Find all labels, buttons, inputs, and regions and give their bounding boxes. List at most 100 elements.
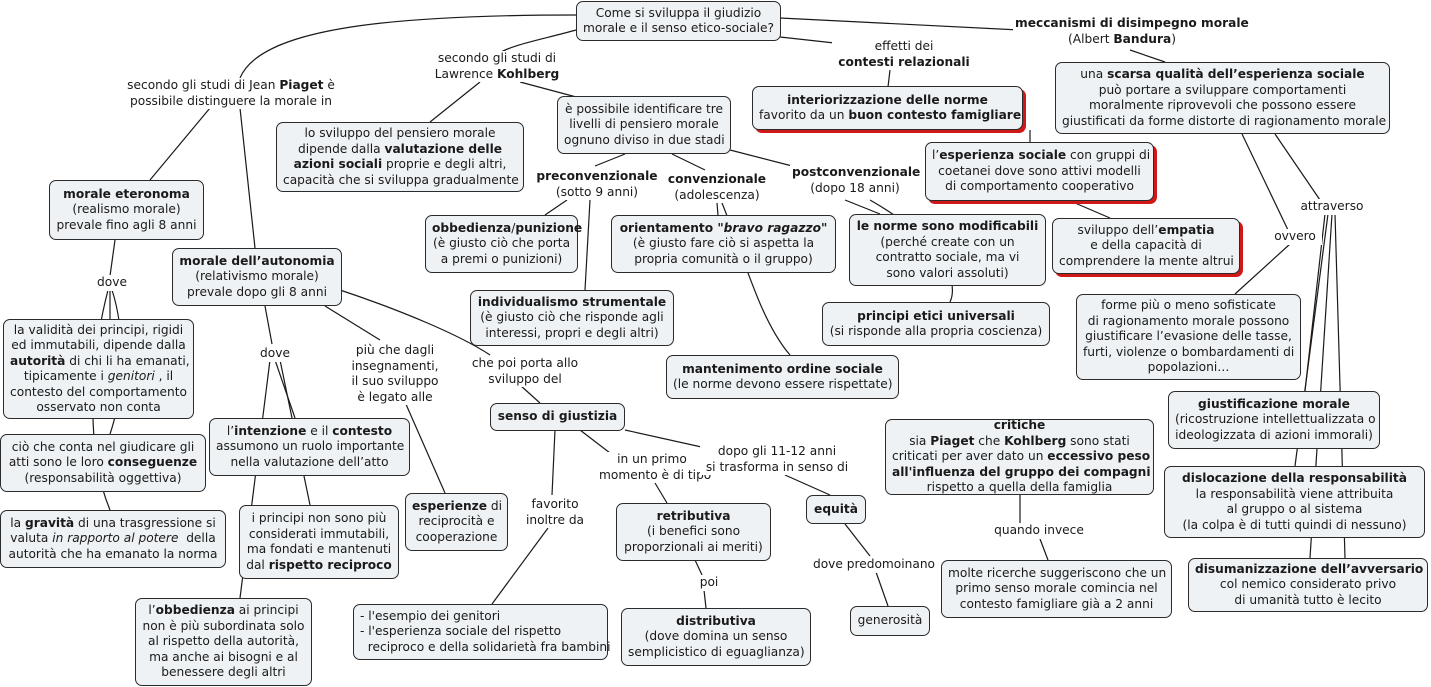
label-dove-1: dove <box>91 275 133 291</box>
text-run: Piaget <box>930 433 975 448</box>
node-principi-etici[interactable]: principi etici universali(si risponde al… <box>822 302 1050 346</box>
text-run: gravità <box>24 515 75 530</box>
text-run: azioni sociali <box>293 157 383 171</box>
text-line: (i benefici sono <box>623 524 764 540</box>
text-run: favorito da un <box>759 108 849 122</box>
label-attraverso: attraverso <box>1292 199 1372 215</box>
text-line: ed immutabili, dipende dalla <box>10 338 187 354</box>
text-run: (si risponde alla propria coscienza) <box>829 324 1043 338</box>
text-run: sono stati <box>1066 433 1130 448</box>
text-line: dal rispetto reciproco <box>246 558 392 574</box>
text-run: empatia <box>1158 222 1215 237</box>
node-senso-giustizia[interactable]: senso di giustizia <box>490 403 625 431</box>
text-run: autorità che ha emanato la norma <box>8 546 218 561</box>
text-run: morale e il senso etico-sociale? <box>583 21 774 35</box>
text-run: - l'esempio dei genitori <box>360 608 501 623</box>
text-line: esperienze di <box>412 499 502 515</box>
text-run: ma fondati e mantenuti <box>246 542 392 556</box>
text-line: l’esperienza sociale con gruppi di <box>932 148 1150 164</box>
link-esperienza-empatia <box>1074 202 1111 219</box>
text-line: è possibile identificare tre <box>564 102 724 118</box>
label-preconvenzionale: preconvenzionale(sotto 9 anni) <box>530 169 664 200</box>
link-piaget-eteronoma <box>149 107 211 181</box>
text-run: più che dagli <box>355 343 435 357</box>
node-scarsa-qualita[interactable]: una scarsa qualità dell’esperienza socia… <box>1055 62 1390 134</box>
text-run: può portare a sviluppare comportamenti <box>1098 82 1347 97</box>
text-line: morale dell’autonomia <box>179 254 335 270</box>
node-obbedienza-punizione[interactable]: obbedienza/punizione(è giusto ciò che po… <box>425 215 582 273</box>
text-run: quando invece <box>994 523 1084 537</box>
node-bravo-ragazzo[interactable]: orientamento "bravo ragazzo"(è giusto fa… <box>611 215 836 273</box>
text-line: ovvero <box>1270 229 1320 245</box>
text-run: generosità <box>857 613 923 628</box>
text-run: contratto sociale, ma vi <box>875 250 1020 264</box>
text-run: poi <box>699 575 719 589</box>
text-line: (realismo morale) <box>56 202 197 218</box>
text-line: possibile distinguere la morale in <box>122 94 340 110</box>
node-equita[interactable]: equità <box>806 495 866 524</box>
link-chepoi-senso <box>519 384 541 404</box>
link-preconv-obbedienza <box>544 199 568 216</box>
text-line: sviluppo dell’empatia <box>1059 223 1233 239</box>
node-esempio-genitori[interactable]: - l'esempio dei genitori- l'esperienza s… <box>353 604 611 660</box>
text-run: si trasforma in senso di <box>705 459 849 474</box>
node-morale-eteronoma[interactable]: morale eteronoma(realismo morale)prevale… <box>49 180 204 240</box>
text-run: (dove domina un senso <box>644 629 788 644</box>
text-run: Bandura <box>1113 31 1172 46</box>
text-run: è possibile identificare tre <box>564 101 724 116</box>
text-run: (le norme devono essere rispettate) <box>673 377 893 391</box>
text-line: (perché create con un <box>856 235 1039 251</box>
label-quando-invece: quando invece <box>987 523 1091 539</box>
text-line: contratto sociale, ma vi <box>856 250 1039 266</box>
text-run: valutazione delle <box>384 141 503 156</box>
text-run: primo senso morale comincia nel <box>955 581 1158 596</box>
text-line: di umanità tutto è lecito <box>1195 593 1421 609</box>
text-run: nella valutazione dell’atto <box>230 454 389 469</box>
text-run: morale dell’autonomia <box>179 253 335 268</box>
text-line: che poi porta allo <box>469 356 581 372</box>
text-run: al rispetto della autorità, <box>148 634 299 649</box>
text-run: è legato alle <box>357 389 433 404</box>
text-run: critiche <box>993 418 1046 433</box>
text-run: meccanismi di disimpegno morale <box>1015 16 1249 30</box>
link-effetti-interiorizzazione <box>887 69 891 88</box>
node-individualismo[interactable]: individualismo strumentale(è giusto ciò … <box>470 290 674 346</box>
node-generosita[interactable]: generosità <box>850 606 930 636</box>
text-run: punizione <box>515 220 583 235</box>
node-giustificazione-morale[interactable]: giustificazione morale(ricostruzione int… <box>1168 391 1380 449</box>
node-norme-modificabili[interactable]: le norme sono modificabili(perché create… <box>849 214 1046 286</box>
text-line: l’intenzione e il contesto <box>216 424 403 440</box>
node-morale-autonomia[interactable]: morale dell’autonomia(relativismo morale… <box>172 248 342 306</box>
text-line: retributiva <box>623 509 764 525</box>
text-run: interessi, propri e degli altri) <box>485 325 659 340</box>
text-run: benessere degli altri <box>161 665 286 680</box>
text-line: cooperazione <box>412 530 501 546</box>
text-line: secondo gli studi di Jean Piaget è <box>122 78 340 94</box>
link-senso-primo <box>579 429 611 454</box>
text-run: dove predomoinano <box>812 557 936 571</box>
node-ordine-sociale[interactable]: mantenimento ordine sociale(le norme dev… <box>666 355 899 399</box>
text-run: secondo gli studi di Jean <box>127 78 280 92</box>
text-run: Piaget <box>279 78 324 92</box>
text-line: attraverso <box>1294 199 1370 215</box>
